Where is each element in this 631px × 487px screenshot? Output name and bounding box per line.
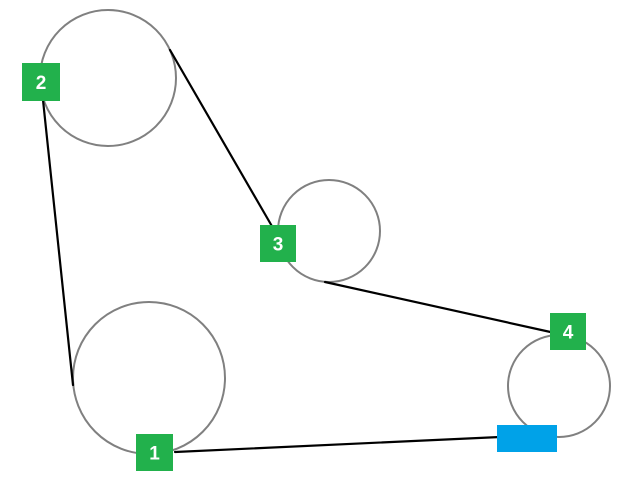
marker-1: 1: [136, 434, 173, 471]
marker-3-box: [260, 225, 296, 262]
pulley-bottom-left: [72, 301, 226, 455]
marker-3: 3: [260, 225, 296, 262]
marker-2-box: [22, 63, 60, 101]
belt-segment-2: [168, 48, 275, 230]
marker-4-label: 4: [563, 323, 574, 344]
marker-2-label: 2: [36, 73, 47, 94]
marker-4: 4: [550, 313, 586, 350]
marker-2: 2: [22, 63, 60, 101]
tensioner-marker: [497, 425, 557, 452]
marker-1-label: 1: [149, 444, 160, 465]
marker-3-label: 3: [273, 235, 284, 256]
belt-segment-4: [173, 435, 502, 454]
belt-segment-3: [323, 280, 557, 335]
marker-4-box: [550, 313, 586, 350]
marker-1-box: [136, 434, 173, 471]
pulley-bottom-right: [507, 334, 611, 438]
belt-segment-1: [41, 98, 75, 387]
pulley-top-left: [39, 9, 177, 147]
